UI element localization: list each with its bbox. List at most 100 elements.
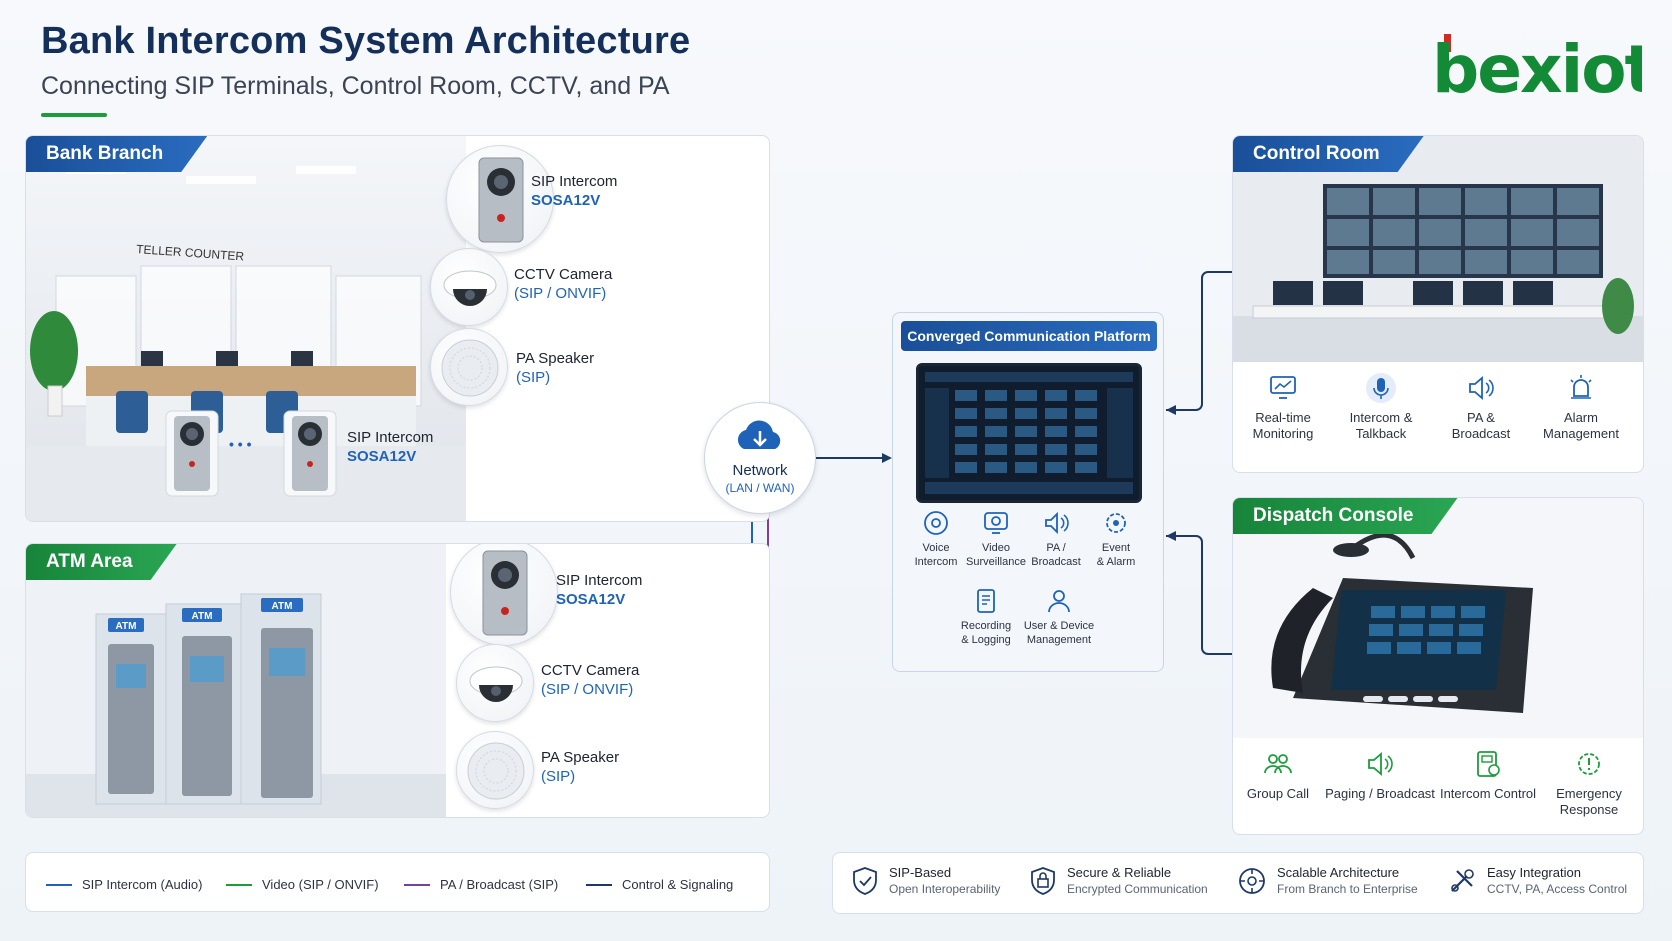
platform-feature-event: Event & Alarm: [1081, 509, 1151, 569]
legend-item: Video (SIP / ONVIF): [226, 877, 379, 892]
feature-label: Event: [1101, 542, 1131, 554]
voice-intercom-icon: [924, 511, 948, 535]
dispatch-console-panel: Dispatch Console Group Call Paging / Bro…: [1232, 497, 1644, 835]
feature-label: Recording: [960, 620, 1012, 632]
tab-control-room: Control Room: [1233, 136, 1424, 172]
cr-feature-alarm: Alarm Management: [1536, 372, 1626, 442]
legend-swatch: [226, 883, 252, 886]
device-model: (SIP): [541, 768, 576, 785]
intercom-control-icon: [1477, 751, 1500, 777]
cctv-camera-device: [430, 248, 508, 326]
line-platform-control: [1166, 271, 1232, 411]
platform-feature-user: User & Device Management: [1019, 587, 1099, 647]
shield-check-icon: [853, 867, 877, 895]
emergency-icon: [1578, 753, 1600, 775]
feature-label: PA /: [1046, 542, 1066, 554]
feature-label: PA &: [1467, 410, 1495, 425]
feature-label: Paging / Broadcast: [1325, 786, 1435, 801]
benefit-title: Secure & Reliable: [1067, 865, 1172, 880]
gear-alarm-icon: [1106, 513, 1126, 533]
feature-label: Alarm: [1564, 410, 1598, 425]
legend-item: Control & Signaling: [586, 877, 733, 892]
dc-feature-paging: Paging / Broadcast: [1325, 748, 1435, 802]
device-name: SIP Intercom: [556, 572, 643, 589]
cr-feature-monitoring: Real-time Monitoring: [1238, 372, 1328, 442]
pa-speaker-device: [456, 731, 534, 809]
legend-item: PA / Broadcast (SIP): [404, 877, 558, 892]
cctv-camera-device: [456, 644, 534, 722]
control-room-scene: [1233, 136, 1643, 362]
legend-label: SIP Intercom (Audio): [82, 877, 203, 892]
device-model: (SIP / ONVIF): [541, 681, 634, 698]
device-name: PA Speaker: [541, 749, 620, 766]
feature-label: Response: [1559, 802, 1619, 817]
feature-label: Surveillance: [966, 556, 1026, 568]
cr-feature-intercom: Intercom & Talkback: [1336, 372, 1426, 442]
benefit-sub: From Branch to Enterprise: [1277, 882, 1418, 896]
cloud-network-icon: [737, 420, 781, 449]
feature-label: Intercom &: [1349, 410, 1413, 425]
atm-area-panel: ATM ATM ATM ATM Area SIP Intercom SOSA12…: [25, 543, 770, 818]
cr-feature-pa: PA & Broadcast: [1436, 372, 1526, 442]
monitor-icon: [1270, 376, 1296, 399]
title-underline: [41, 113, 107, 117]
device-model: SOSA12V: [531, 192, 601, 209]
benefit-sub: Encrypted Communication: [1067, 882, 1208, 896]
alarm-icon: [1570, 375, 1592, 399]
device-name: SIP Intercom: [531, 173, 618, 190]
feature-label: Intercom Control: [1439, 786, 1537, 801]
scalable-icon: [1239, 868, 1265, 894]
legend-swatch: [46, 883, 72, 886]
feature-label: & Alarm: [1096, 556, 1136, 568]
feature-label: Real-time: [1255, 410, 1311, 425]
shield-lock-icon: [1031, 867, 1055, 895]
microphone-icon: [1366, 373, 1396, 403]
feature-label: Talkback: [1355, 426, 1407, 441]
benefit-title: SIP-Based: [889, 865, 952, 880]
device-name: SIP Intercom: [347, 429, 434, 446]
bank-branch-panel: TELLER COUNTER • • • Bank Branch SIP Int…: [25, 135, 770, 522]
network-label: Network: [732, 462, 788, 479]
video-surveillance-icon: [984, 512, 1008, 534]
legend-label: Video (SIP / ONVIF): [262, 877, 379, 892]
legend-swatch: [404, 883, 430, 886]
dispatch-console-scene: [1233, 498, 1643, 738]
device-model: SOSA12V: [556, 591, 626, 608]
tab-bank-branch: Bank Branch: [26, 136, 207, 172]
platform-feature-pa: PA / Broadcast: [1021, 509, 1091, 569]
page-subtitle: Connecting SIP Terminals, Control Room, …: [41, 72, 670, 100]
legend-item: SIP Intercom (Audio): [46, 877, 202, 892]
atm-sign: ATM: [116, 621, 137, 632]
feature-label: Emergency: [1556, 786, 1622, 801]
feature-label: Monitoring: [1252, 426, 1314, 441]
device-model: SOSA12V: [347, 448, 417, 465]
tab-dispatch-console: Dispatch Console: [1233, 498, 1457, 534]
feature-label: User & Device: [1023, 620, 1095, 632]
feature-label: Group Call: [1246, 786, 1310, 801]
feature-label: Voice: [922, 542, 950, 554]
legend-label: PA / Broadcast (SIP): [440, 877, 559, 892]
device-name: PA Speaker: [516, 350, 595, 367]
feature-label: Broadcast: [1031, 556, 1081, 568]
platform-feature-recording: Recording & Logging: [951, 587, 1021, 647]
company-logo: bexiot: [1432, 32, 1642, 102]
platform-screen: [916, 363, 1142, 503]
recording-icon: [977, 589, 995, 613]
device-model: (SIP): [516, 369, 551, 386]
benefit-sub: Open Interoperability: [889, 882, 1001, 896]
benefit-title: Scalable Architecture: [1277, 865, 1400, 880]
network-node: Network (LAN / WAN): [704, 402, 816, 514]
tab-atm-area: ATM Area: [26, 544, 177, 580]
sip-intercom-device: [450, 544, 558, 646]
dc-feature-emergency: Emergency Response: [1539, 748, 1639, 818]
network-sub: (LAN / WAN): [725, 481, 795, 495]
feature-label: Broadcast: [1451, 426, 1511, 441]
control-room-panel: Control Room Real-time Monitoring Interc…: [1232, 135, 1644, 473]
atm-sign: ATM: [272, 601, 293, 612]
feature-label: Management: [1543, 426, 1619, 441]
group-icon: [1264, 754, 1292, 774]
